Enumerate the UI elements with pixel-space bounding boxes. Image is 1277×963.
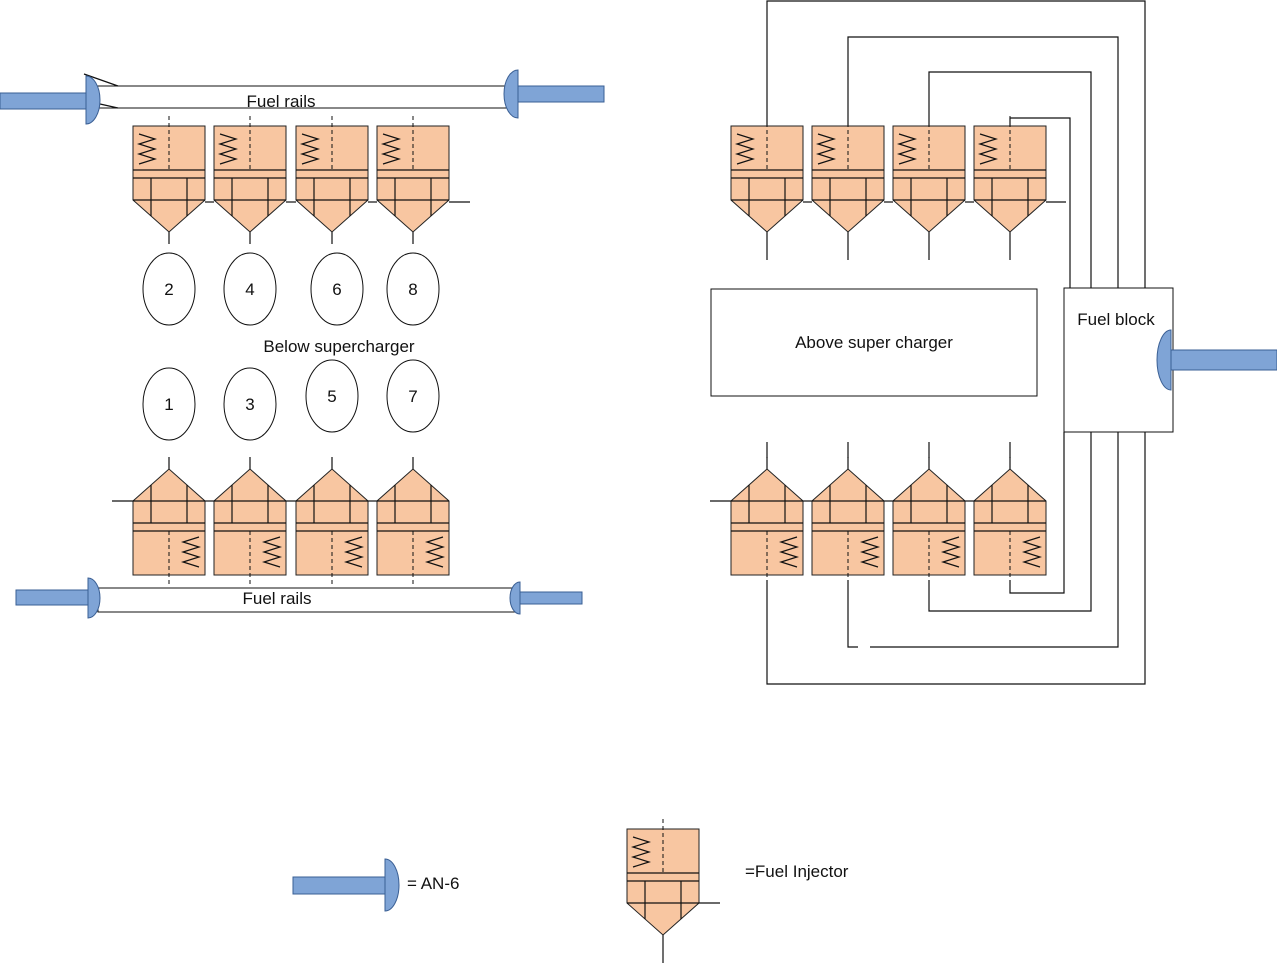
- fuel-injector-icon: [213, 115, 287, 245]
- an6-fitting-icon: [292, 858, 400, 912]
- cylinder: [305, 359, 359, 433]
- fuel-injector-icon: [132, 456, 206, 586]
- cylinder-number: 3: [245, 395, 254, 414]
- cylinder: [223, 367, 277, 441]
- left-top-injector-row: [132, 115, 470, 245]
- right-top-injector-row: [730, 115, 1066, 260]
- fuel-injector-icon: [892, 456, 966, 586]
- cylinder-number: 2: [164, 280, 173, 299]
- cylinder: [223, 252, 277, 326]
- right-top-fuel-lines: [766, 0, 1146, 288]
- cylinder-number: 1: [164, 395, 173, 414]
- cylinder-row-even: 2 4 6 8: [142, 252, 440, 326]
- cylinder-number: 8: [408, 280, 417, 299]
- left-bottom-injector-row: [112, 456, 450, 586]
- cylinder: [142, 367, 196, 441]
- fuel-rails-label-bottom: Fuel rails: [243, 589, 312, 608]
- fuel-injector-icon: [376, 456, 450, 586]
- left-upper-fuel-rail-assembly: Fuel rails: [0, 69, 605, 125]
- fuel-injector-icon: [626, 818, 700, 948]
- legend-injector-label: =Fuel Injector: [745, 862, 849, 881]
- fuel-injector-icon: [295, 456, 369, 586]
- fuel-injector-icon: [811, 115, 885, 245]
- fuel-injector-icon: [213, 456, 287, 586]
- right-bottom-injector-row: [710, 442, 1047, 586]
- fuel-injector-icon: [730, 115, 804, 245]
- cylinder: [386, 252, 440, 326]
- legend-an6-label: = AN-6: [407, 874, 459, 893]
- cylinder-row-odd: 1 3 5 7: [142, 359, 440, 441]
- right-bottom-fuel-lines: [766, 432, 1146, 685]
- above-supercharger-box: Above super charger: [710, 288, 1038, 397]
- cylinder: [386, 359, 440, 433]
- fuel-injector-icon: [376, 115, 450, 245]
- cylinder-number: 6: [332, 280, 341, 299]
- fuel-injector-icon: [132, 115, 206, 245]
- fuel-injector-icon: [811, 456, 885, 586]
- fuel-injector-icon: [973, 456, 1047, 586]
- cylinder-number: 4: [245, 280, 254, 299]
- fuel-block-label: Fuel block: [1077, 310, 1155, 329]
- fuel-injector-icon: [295, 115, 369, 245]
- fuel-rails-label-top: Fuel rails: [247, 92, 316, 111]
- an6-fitting-icon: [503, 69, 605, 119]
- fuel-block: Fuel block: [1063, 287, 1277, 433]
- above-supercharger-label: Above super charger: [795, 333, 953, 352]
- fuel-injector-icon: [892, 115, 966, 245]
- cylinder: [142, 252, 196, 326]
- left-lower-fuel-rail-assembly: Fuel rails: [15, 577, 583, 619]
- cylinder-number: 5: [327, 387, 336, 406]
- an6-fitting-icon: [15, 577, 101, 619]
- an6-fitting-icon: [509, 581, 583, 615]
- fuel-injector-icon: [973, 115, 1047, 245]
- cylinder-number: 7: [408, 387, 417, 406]
- lower-fuel-rail: [97, 587, 521, 613]
- an6-fitting-icon: [1156, 329, 1277, 391]
- fuel-injector-icon: [730, 456, 804, 586]
- legend: = AN-6 =Fuel Injector: [292, 818, 849, 963]
- cylinder: [310, 252, 364, 326]
- an6-fitting-icon: [0, 75, 101, 125]
- below-supercharger-label: Below supercharger: [263, 337, 415, 356]
